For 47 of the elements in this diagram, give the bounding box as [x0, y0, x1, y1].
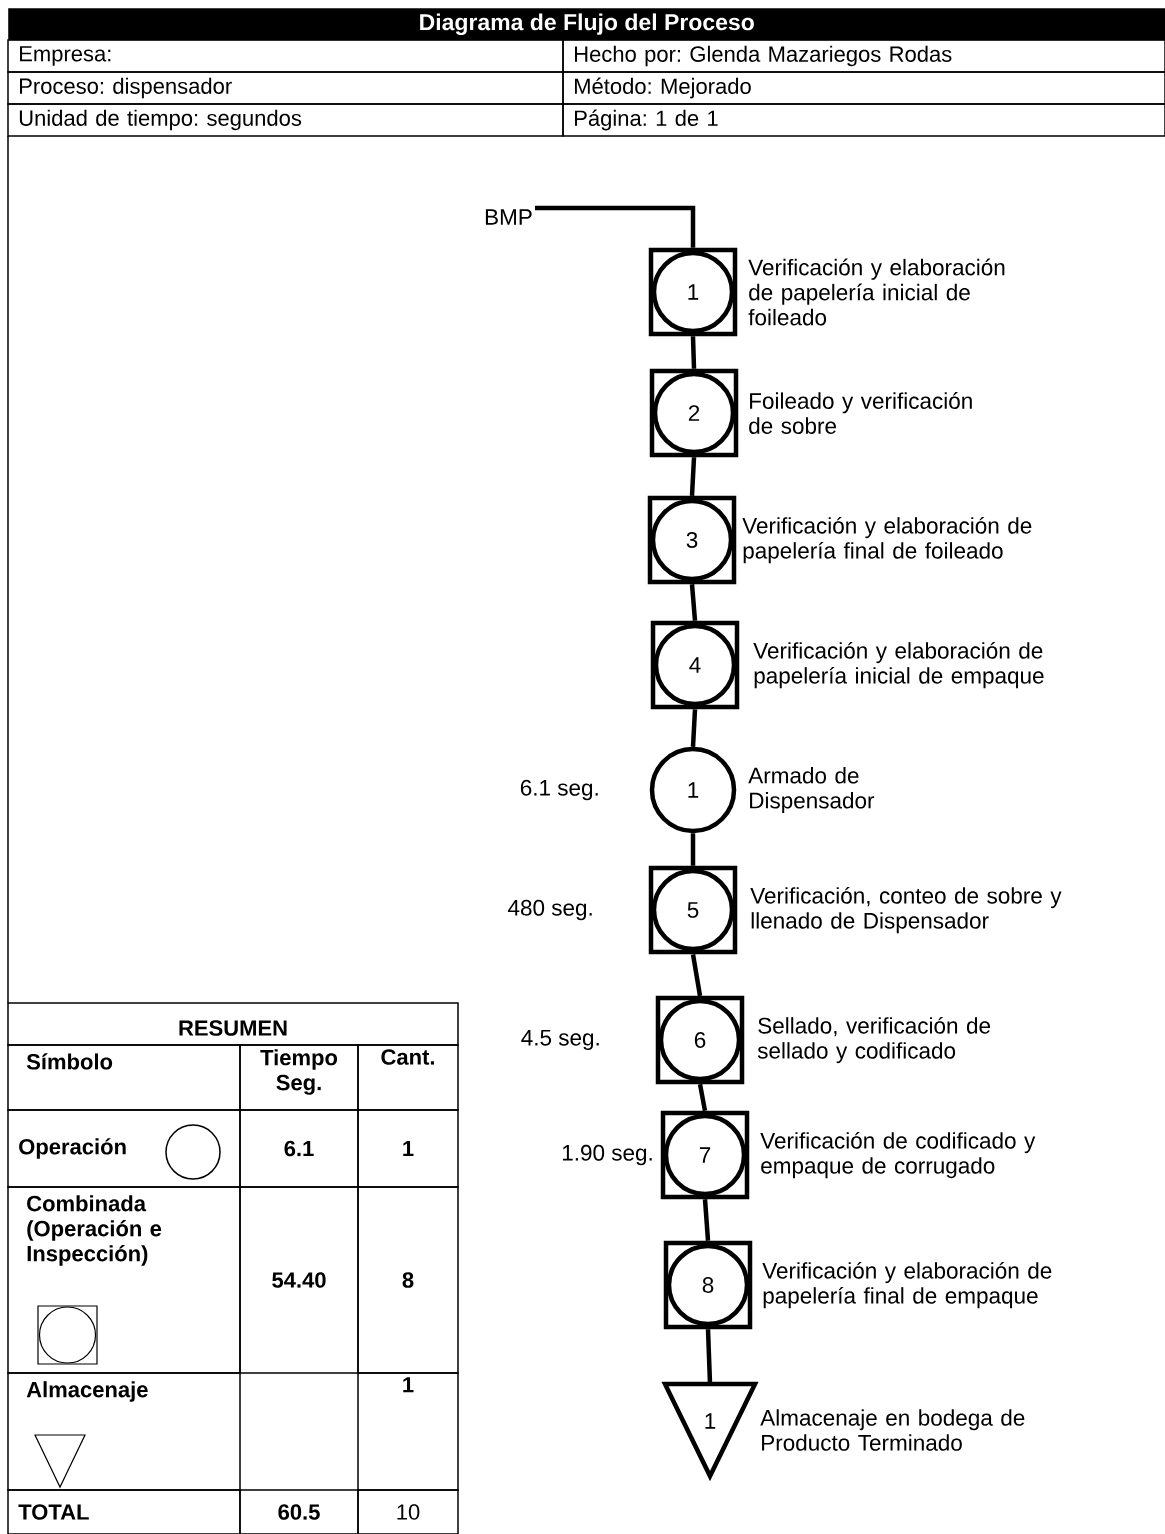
connector-line [535, 205, 696, 248]
connector-line [689, 584, 698, 621]
table-cell: TOTAL [7, 1489, 241, 1534]
title-bar: Diagrama de Flujo del Proceso [8, 8, 1165, 41]
step-description: Armado de Dispensador [748, 767, 875, 813]
connector-line [690, 953, 703, 997]
table-cell: 1 [357, 1372, 459, 1491]
table-cell: 6.1 [239, 1109, 359, 1188]
step-description: Verificación, conteo de sobre y llenado de Dispensador [750, 886, 1062, 934]
step-description: Verificación y elaboración de papelería final de empaque [762, 1261, 1052, 1309]
table-cell: Empresa: [7, 39, 564, 73]
step-description: Foileado y verificación de sobre [749, 392, 972, 434]
step-description: Sellado, verificación de sellado y codificado [757, 1016, 991, 1064]
step-description: Verificación y elaboración de papelería inicial de empaque [753, 641, 1044, 689]
connector-line [690, 336, 697, 369]
connector-line [702, 1199, 711, 1241]
step-description: Verificación de codificado y empaque de corrugado [760, 1131, 1036, 1179]
step-description: Almacenaje en bodega de Producto Terminado [760, 1409, 1025, 1451]
connector-line [689, 457, 697, 496]
table-cell: Hecho por: Glenda Mazariegos Rodas [562, 39, 1165, 73]
table-cell: 1 [357, 1109, 459, 1188]
table-cell: Proceso: dispensador [7, 71, 564, 105]
connector-line [705, 1329, 713, 1384]
table-cell: RESUMEN [7, 1002, 459, 1046]
table-cell: Símbolo [7, 1044, 241, 1111]
table-cell: 10 [357, 1489, 459, 1534]
duration-label: 480 seg. [508, 899, 592, 921]
table-cell: Unidad de tiempo: segundos [7, 103, 564, 137]
table-cell: 60.5 [239, 1489, 359, 1534]
table-cell: Método: Mejorado [562, 71, 1165, 105]
connector-line [697, 1083, 708, 1112]
table-cell: 54.40 [239, 1186, 359, 1374]
table-cell: Cant. [357, 1044, 459, 1111]
table-cell: Página: 1 de 1 [562, 103, 1165, 137]
start-label: BMP [485, 209, 532, 225]
connector-line [690, 709, 698, 747]
duration-label: 4.5 seg. [521, 1029, 599, 1051]
table-cell: Almacenaje [7, 1372, 241, 1491]
connector-line [690, 833, 696, 866]
table-cell: Tiempo Seg. [239, 1044, 359, 1111]
duration-label: 6.1 seg. [520, 779, 598, 801]
table-cell: Combinada (Operación e Inspección) [7, 1186, 241, 1374]
step-description: Verificación y elaboración de papelería inicial de foileado [748, 258, 1005, 326]
duration-label: 1.90 seg. [562, 1144, 652, 1166]
table-cell: 8 [357, 1186, 459, 1374]
table-cell: Operación [7, 1109, 241, 1188]
step-description: Verificación y elaboración de papelería final de foileado [742, 516, 1032, 564]
